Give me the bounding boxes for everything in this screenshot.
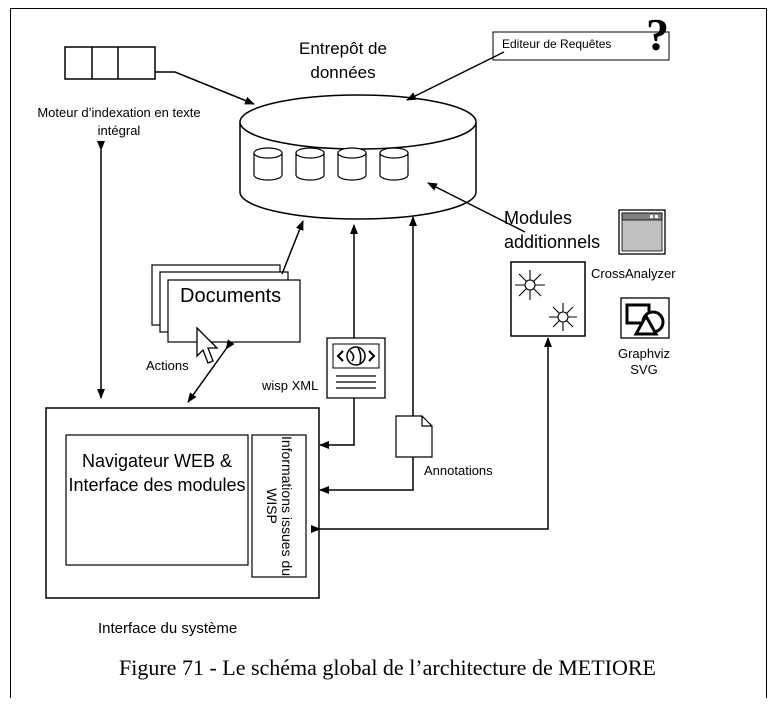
connector-modules-warehouse xyxy=(427,182,526,233)
browser-panel xyxy=(65,434,249,566)
browser-label: Navigateur WEB & Interface des modules xyxy=(68,451,246,495)
connector-query-warehouse xyxy=(406,51,505,101)
frame-right-line xyxy=(766,8,767,698)
graphviz-icon xyxy=(620,297,670,339)
wisp-info-label: Informations issues du WISP xyxy=(264,435,295,577)
indexing-engine-label: Moteur d’indexation en texte intégral xyxy=(37,105,201,138)
documents-label: Documents xyxy=(180,285,282,307)
document-icon xyxy=(395,415,433,458)
query-editor-label: Editeur de Requêtes xyxy=(502,37,612,51)
cylinder-icon xyxy=(253,147,283,181)
cylinder-icon xyxy=(295,147,325,181)
crossanalyzer-label: CrossAnalyzer xyxy=(591,266,676,281)
frame-left-line xyxy=(10,8,11,698)
cylinder-icon xyxy=(337,147,367,181)
warehouse-label: Entrepôt de données xyxy=(299,39,387,82)
query-editor-box xyxy=(492,31,670,61)
app-window-icon xyxy=(618,209,666,255)
globe-icon xyxy=(326,337,386,399)
connector-modules-interface xyxy=(311,337,552,533)
documents-stack xyxy=(151,264,301,343)
query-mark-icon: ? xyxy=(646,9,669,60)
connector-wisp-interface xyxy=(319,398,355,449)
additional-modules-label: Modules additionnels xyxy=(504,208,601,252)
frame-top-line xyxy=(10,8,766,9)
connector-documents-warehouse xyxy=(281,220,304,275)
cylinder-icon xyxy=(379,147,409,181)
indexing-engine-box xyxy=(64,46,156,80)
annotations-label: Annotations xyxy=(424,463,493,478)
data-warehouse-cylinder-icon xyxy=(239,94,477,220)
figure-caption: Figure 71 - Le schéma global de l’archit… xyxy=(119,655,656,680)
connector-indexing-warehouse xyxy=(155,71,255,105)
graphviz-label: Graphviz SVG xyxy=(617,346,671,377)
wisp-xml-label: wisp XML xyxy=(262,378,319,393)
system-interface-label: Interface du système xyxy=(98,620,238,637)
connector-documents-interface xyxy=(187,339,235,403)
warehouse-database-icons xyxy=(253,147,409,181)
actions-label: Actions xyxy=(146,358,189,373)
connector-annotations-interface xyxy=(319,457,414,494)
modules-icon xyxy=(510,261,586,337)
wisp-info-panel xyxy=(251,434,307,578)
